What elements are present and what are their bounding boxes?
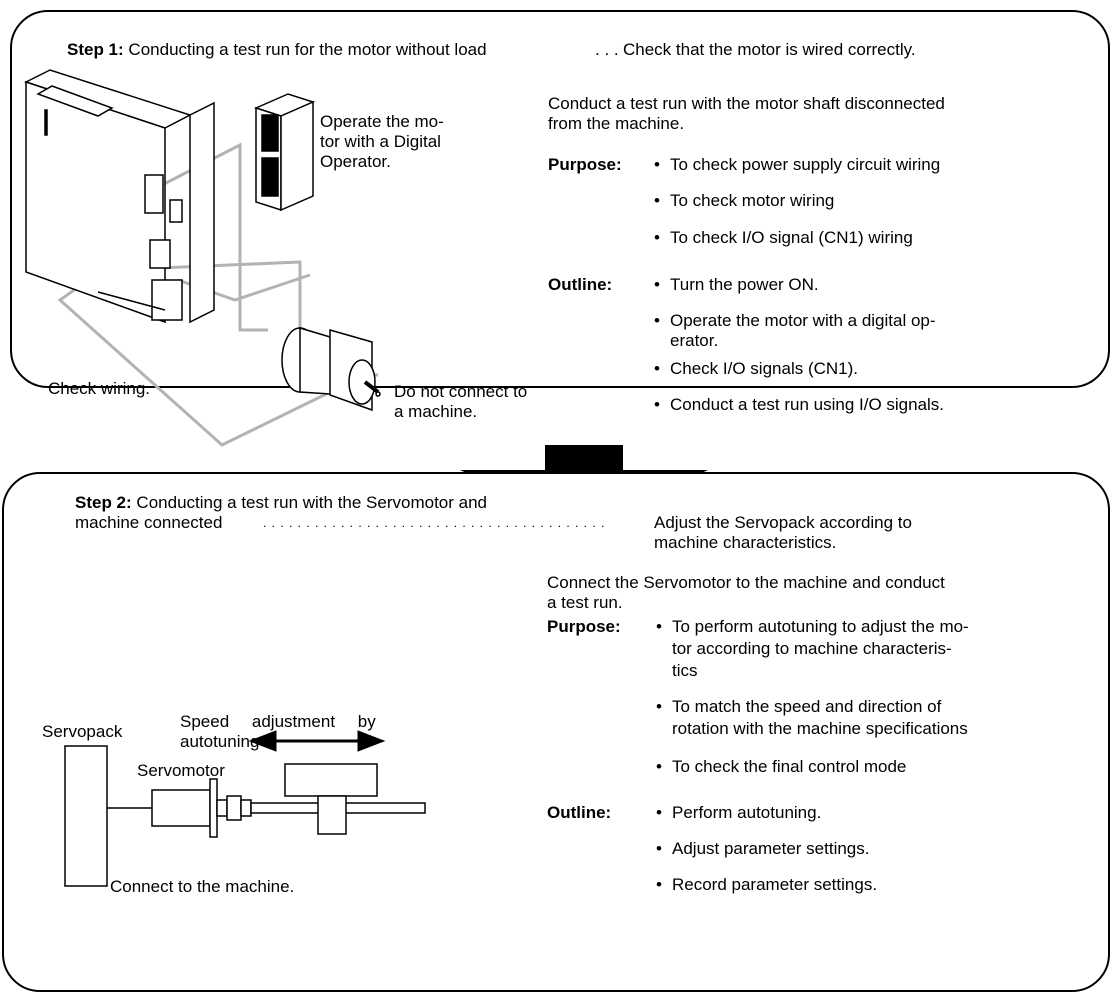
no-connect-label-line2: a machine. [394, 402, 478, 421]
speed-adjust-text: Speed adjustment by [180, 712, 376, 731]
step2-result-line2: machine characteristics. [654, 533, 837, 552]
step2-purpose-label: Purpose: [547, 617, 621, 636]
servomotor-drawing-step1 [281, 326, 381, 412]
step1-purpose-item-2: To check motor wiring [654, 190, 834, 212]
step1-heading-result: Check that the motor is wired correctly. [623, 40, 916, 59]
step1-intro-line2: from the machine. [548, 114, 685, 133]
step1-label: Step 1: [67, 40, 124, 59]
step1-outline-item-4: Conduct a test run using I/O signals. [654, 394, 944, 416]
step1-intro-line1: Conduct a test run with the motor shaft … [548, 94, 945, 113]
step2-panel [2, 472, 1110, 992]
no-connect-label-line1: Do not connect to [394, 382, 528, 401]
step2-intro-line1: Connect the Servomotor to the machine an… [547, 573, 945, 592]
servomotor-label: Servomotor [137, 761, 225, 780]
step1-purpose-item-1: To check power supply circuit wiring [654, 154, 940, 176]
servomotor-body [151, 789, 211, 827]
servopack-label: Servopack [42, 722, 123, 741]
step1-outline-item-2: Operate the motor with a digital op- [654, 310, 936, 332]
step1-heading-text: Conducting a test run for the motor with… [128, 40, 487, 59]
operate-label-line2: tor with a Digital [320, 132, 441, 151]
check-wiring-label: Check wiring. [48, 379, 151, 398]
step2-outline-item-1: Perform autotuning. [656, 802, 821, 824]
ballscrew-nut [317, 795, 347, 835]
step2-heading-line2: machine connected [75, 513, 223, 532]
speed-adjust-line2: autotuning [180, 732, 260, 751]
step1-heading-dots: . . . [595, 40, 619, 59]
step1-outline-item-2b: erator. [670, 331, 719, 350]
step2-heading: Step 2: Conducting a test run with the S… [75, 492, 487, 514]
step2-outline-label: Outline: [547, 803, 612, 822]
step2-outline-item-2: Adjust parameter settings. [656, 838, 870, 860]
step2-purpose-item-3: To check the final control mode [656, 756, 906, 778]
double-arrow [248, 730, 386, 752]
step2-heading-text: Conducting a test run with the Servomoto… [136, 493, 488, 512]
step2-purpose-item-1b: tor according to machine characteris- [672, 639, 952, 658]
step2-result-line1: Adjust the Servopack according to [654, 513, 912, 532]
step2-heading-dots: . . . . . . . . . . . . . . . . . . . . … [263, 516, 606, 530]
operate-label-line1: Operate the mo- [320, 112, 444, 131]
step1-heading: Step 1: Conducting a test run for the mo… [67, 39, 487, 61]
machine-table [284, 763, 378, 797]
servopack-box [64, 745, 108, 887]
digital-operator-drawing [253, 93, 316, 212]
step2-purpose-item-1: To perform autotuning to adjust the mo- [656, 616, 969, 638]
step2-purpose-item-1c: tics [672, 661, 698, 680]
speed-adjust-line1: Speed adjustment by [180, 711, 392, 733]
connect-label: Connect to the machine. [110, 877, 295, 896]
step2-intro-line2: a test run. [547, 593, 623, 612]
step1-outline-item-3: Check I/O signals (CN1). [654, 358, 858, 380]
operate-label-line3: Operator. [320, 152, 391, 171]
step1-outline-label: Outline: [548, 275, 613, 294]
step1-purpose-item-3: To check I/O signal (CN1) wiring [654, 227, 913, 249]
servopack-drawing [24, 69, 215, 324]
step2-purpose-item-2: To match the speed and direction of [656, 696, 941, 718]
step2-outline-item-3: Record parameter settings. [656, 874, 877, 896]
step2-purpose-item-2b: rotation with the machine specifications [672, 719, 968, 738]
step1-outline-item-1: Turn the power ON. [654, 274, 819, 296]
step1-purpose-label: Purpose: [548, 155, 622, 174]
step2-label: Step 2: [75, 493, 132, 512]
